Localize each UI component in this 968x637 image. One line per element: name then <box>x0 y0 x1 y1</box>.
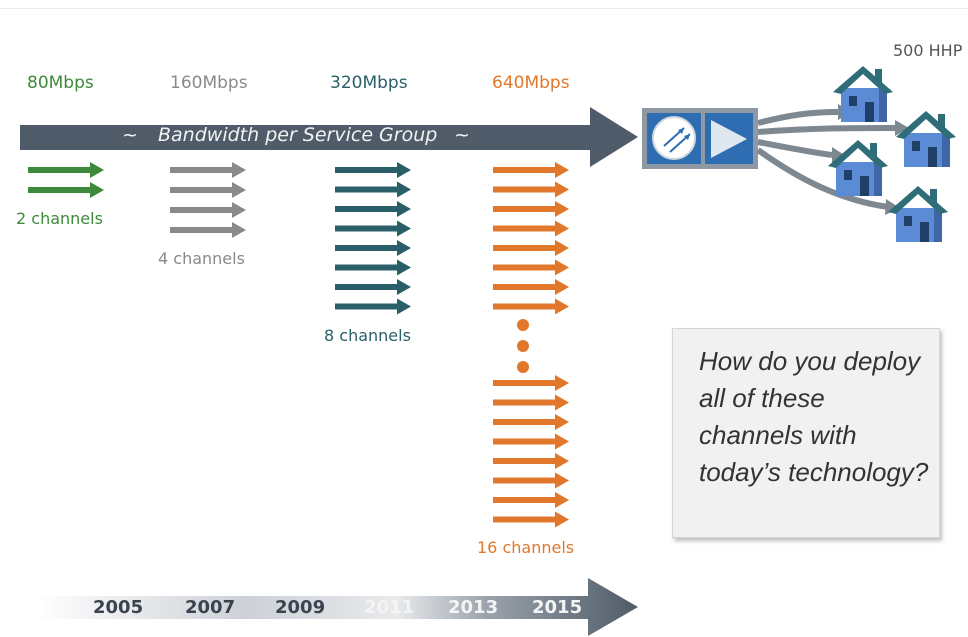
bandwidth-arrow <box>20 107 638 167</box>
channel-arrow <box>493 472 569 489</box>
channel-arrow <box>335 220 411 237</box>
channel-arrow <box>335 181 411 198</box>
channel-arrow <box>493 162 569 178</box>
channel-arrow <box>493 181 569 198</box>
channel-arrow <box>493 279 569 295</box>
channel-arrow <box>493 453 569 469</box>
channel-label-16: 16 channels <box>477 538 575 557</box>
channel-arrow <box>335 162 411 178</box>
channel-label-4: 4 channels <box>158 249 245 268</box>
channel-arrow <box>493 298 569 315</box>
amplifier-icon <box>642 108 758 169</box>
channel-arrow <box>493 492 569 508</box>
channel-label-2: 2 channels <box>16 209 103 228</box>
channel-arrow <box>493 414 569 430</box>
tilde-right: ~ <box>454 124 470 146</box>
speed-label-1: 80Mbps <box>27 73 94 93</box>
channel-arrow <box>335 298 411 315</box>
channel-arrow <box>493 220 569 237</box>
channel-arrow <box>493 433 569 450</box>
channel-label-8: 8 channels <box>324 326 411 345</box>
channel-arrow <box>493 240 569 256</box>
channel-arrow <box>170 202 246 218</box>
house-icon <box>833 66 893 122</box>
top-divider <box>0 8 968 9</box>
channel-arrow <box>28 182 104 198</box>
year-2013: 2013 <box>448 597 499 618</box>
channel-arrow <box>335 201 411 217</box>
continuation-dots <box>517 319 529 373</box>
bandwidth-label: Bandwidth per Service Group <box>158 124 438 146</box>
channel-arrow <box>493 259 569 276</box>
hhp-label: 500 HHP <box>893 41 963 60</box>
channel-arrow <box>170 162 246 178</box>
channel-arrow <box>493 201 569 217</box>
house-icon <box>828 140 888 196</box>
channel-arrow <box>493 375 569 391</box>
year-2005: 2005 <box>93 597 144 618</box>
year-2007: 2007 <box>185 597 236 618</box>
question-text: How do you deploy all of these channels … <box>699 346 929 487</box>
speed-label-3: 320Mbps <box>330 73 408 93</box>
timeline-arrow <box>35 578 638 636</box>
channel-arrow <box>335 259 411 276</box>
speed-label-4: 640Mbps <box>492 73 570 93</box>
channel-arrows <box>28 162 569 528</box>
houses <box>828 66 956 242</box>
year-2015: 2015 <box>532 597 583 618</box>
channel-arrow <box>170 182 246 198</box>
house-icon <box>888 186 948 242</box>
channel-arrow <box>493 511 569 528</box>
question-box: How do you deploy all of these channels … <box>672 328 940 538</box>
tilde-left: ~ <box>122 124 138 146</box>
channel-arrow <box>335 240 411 256</box>
channel-arrow <box>335 279 411 295</box>
year-2011: 2011 <box>364 597 415 618</box>
channel-arrow <box>28 162 104 178</box>
year-2009: 2009 <box>275 597 326 618</box>
channel-arrow <box>170 222 246 238</box>
house-icon <box>896 111 956 167</box>
speed-label-2: 160Mbps <box>170 73 248 93</box>
distribution-lines <box>756 109 896 210</box>
channel-arrow <box>493 394 569 411</box>
